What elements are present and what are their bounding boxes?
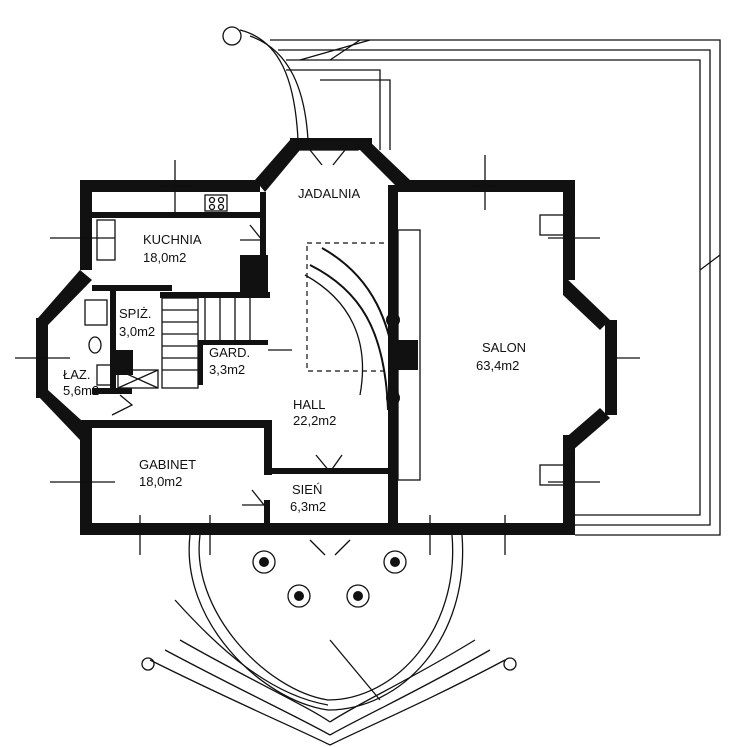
- room-gard-area: 3,3m2: [209, 362, 245, 377]
- staircase-main: [304, 229, 421, 481]
- room-sien-name: SIEŃ: [292, 482, 322, 497]
- room-kuchnia-area: 18,0m2: [143, 250, 186, 265]
- openings: [15, 139, 640, 556]
- room-hall-name: HALL: [293, 397, 326, 412]
- walls: [36, 138, 617, 535]
- room-salon-area: 63,4m2: [476, 358, 519, 373]
- room-gard-name: GARD.: [209, 345, 250, 360]
- room-hall-area: 22,2m2: [293, 413, 336, 428]
- fixtures: [84, 194, 228, 389]
- room-spiz-area: 3,0m2: [119, 324, 155, 339]
- front-porch: [141, 534, 517, 746]
- room-kuchnia-name: KUCHNIA: [143, 232, 202, 247]
- room-sien-area: 6,3m2: [290, 499, 326, 514]
- room-spiz-name: SPIŻ.: [119, 306, 152, 321]
- room-labels: JADALNIA KUCHNIA 18,0m2 SPIŻ. 3,0m2 GARD…: [63, 186, 526, 514]
- room-salon-name: SALON: [482, 340, 526, 355]
- room-jadalnia-name: JADALNIA: [298, 186, 360, 201]
- staircase-service: [161, 297, 251, 389]
- room-gabinet-area: 18,0m2: [139, 474, 182, 489]
- room-laz-name: ŁAZ.: [63, 367, 90, 382]
- terrace: [222, 26, 721, 536]
- porch-columns: [252, 550, 407, 608]
- room-gabinet-name: GABINET: [139, 457, 196, 472]
- room-laz-area: 5,6m2: [63, 383, 99, 398]
